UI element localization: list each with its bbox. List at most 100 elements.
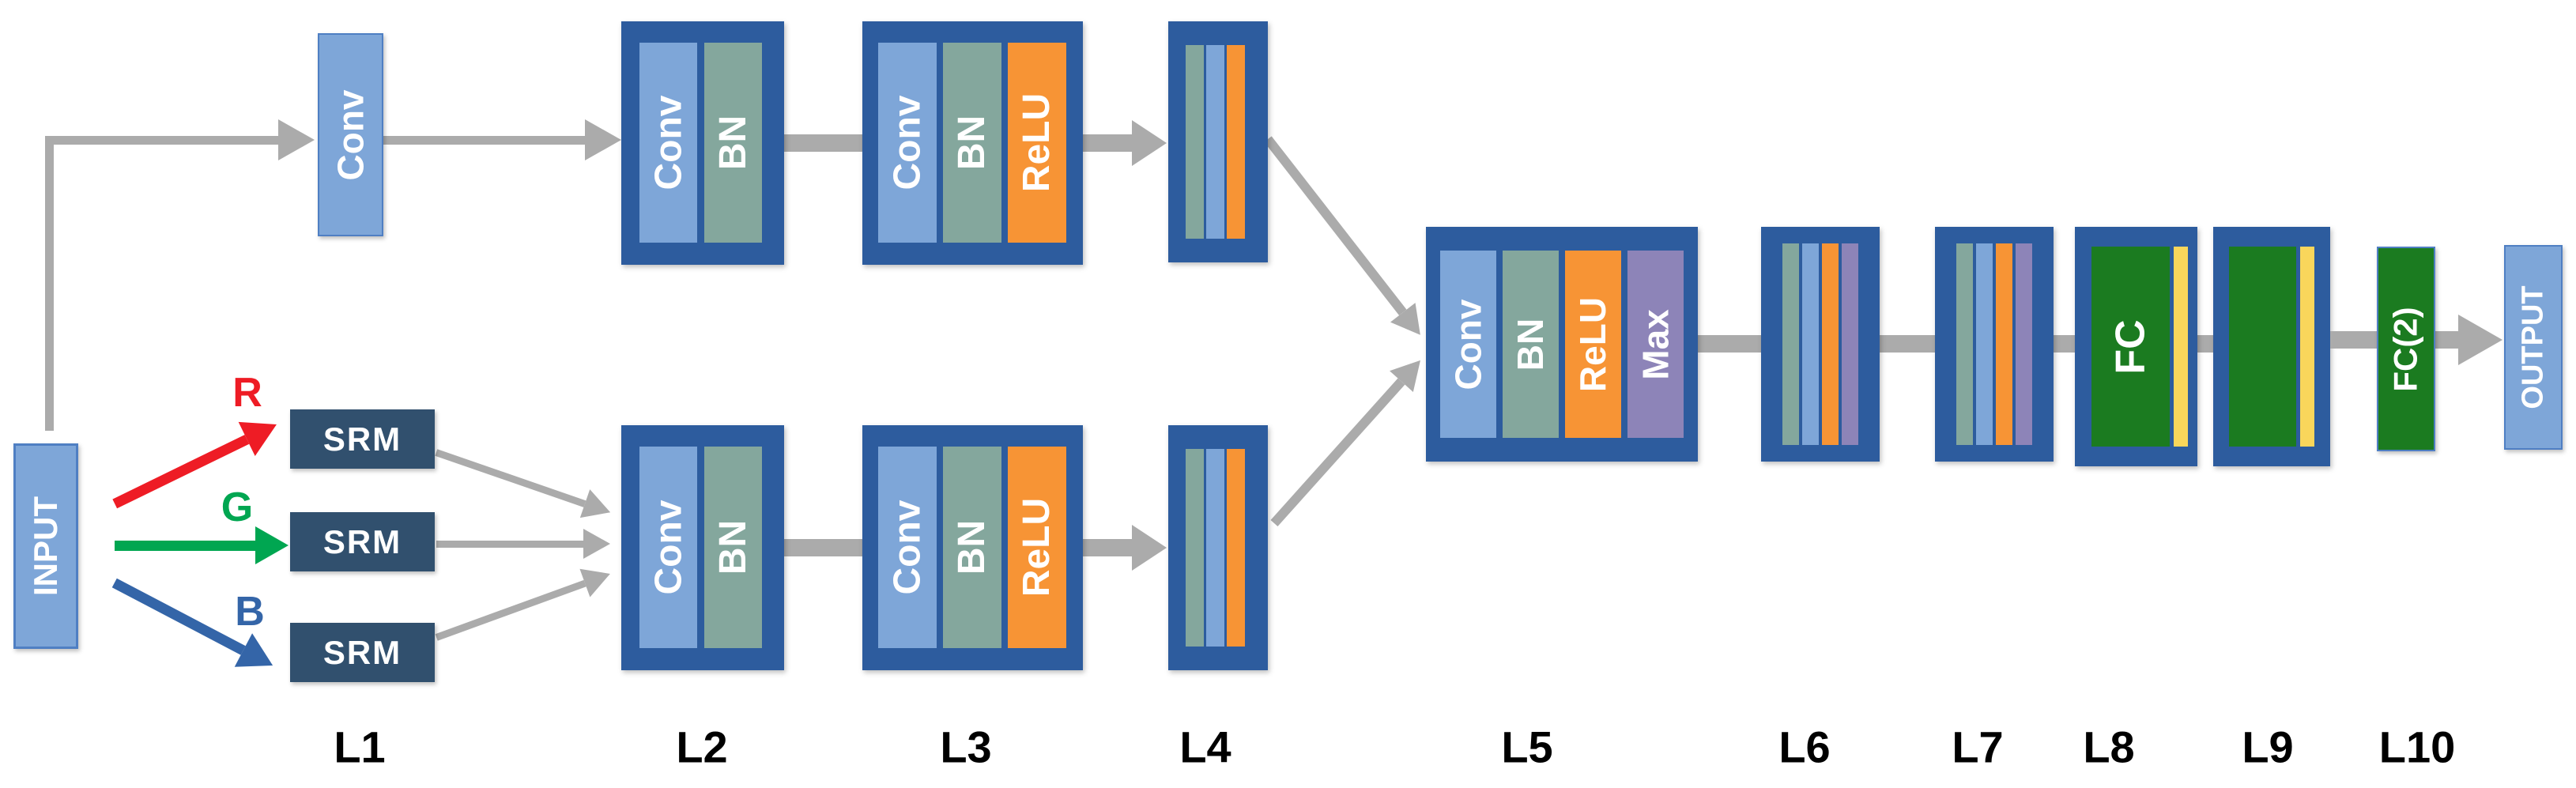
connector-l8-l9 xyxy=(2197,335,2213,353)
feature-stripe-bn xyxy=(1186,449,1204,647)
input-branch-vertical-line xyxy=(45,136,54,431)
yellow-stripe xyxy=(2174,247,2188,447)
feature-stripe-relu xyxy=(1227,45,1245,239)
l4-block-bottom xyxy=(1168,425,1268,670)
conv-label: Conv xyxy=(886,95,929,190)
input-label: INPUT xyxy=(27,496,64,596)
output-node: OUTPUT xyxy=(2504,245,2563,450)
arrowhead-icon xyxy=(234,633,282,683)
yellow-stripe xyxy=(2300,247,2314,447)
feature-stripe-conv xyxy=(1976,243,1993,445)
layer-label-l10: L10 xyxy=(2378,722,2456,772)
fc-bar: FC xyxy=(2091,247,2170,447)
l8-block: FC xyxy=(2075,227,2197,466)
bn-bar: BN xyxy=(704,447,762,648)
blue-channel-label: B xyxy=(235,589,265,635)
arrow-shaft xyxy=(1083,539,1132,556)
arrowhead-icon xyxy=(255,526,289,564)
bn-label: BN xyxy=(711,115,754,171)
srm-label: SRM xyxy=(322,420,402,458)
conv-bar: Conv xyxy=(878,447,937,648)
bn-label: BN xyxy=(711,519,754,575)
fc2-label: FC(2) xyxy=(2387,306,2425,392)
srm-node-r: SRM xyxy=(290,409,435,469)
l3-block-top: Conv BN ReLU xyxy=(862,21,1083,265)
arrow-conv-to-l2 xyxy=(380,119,621,160)
relu-bar: ReLU xyxy=(1008,43,1066,243)
layer-label-l3: L3 xyxy=(940,722,992,772)
bn-label: BN xyxy=(1510,318,1552,371)
layer-label-l4: L4 xyxy=(1179,722,1231,772)
arrow-input-to-conv xyxy=(45,119,315,160)
srm-label: SRM xyxy=(322,522,402,560)
feature-stripe-relu xyxy=(1822,243,1839,445)
arrowhead-icon xyxy=(579,489,616,527)
arrowhead-icon xyxy=(585,119,621,160)
max-label: Max xyxy=(1635,308,1676,380)
l2-block-bottom: Conv BN xyxy=(621,425,784,670)
bn-bar: BN xyxy=(943,43,1001,243)
feature-stripe-bn xyxy=(1186,45,1204,239)
l2-block-top: Conv BN xyxy=(621,21,784,265)
relu-label: ReLU xyxy=(1016,497,1058,598)
l3-block-bottom: Conv BN ReLU xyxy=(862,425,1083,670)
arrow-l4top-to-l5 xyxy=(1255,130,1433,345)
relu-label: ReLU xyxy=(1572,296,1614,392)
bn-label: BN xyxy=(951,519,994,575)
arrow-shaft xyxy=(111,578,246,655)
max-pool-bar: Max xyxy=(1627,251,1684,438)
arrow-srm1-to-l2 xyxy=(432,438,616,527)
arrow-red-channel xyxy=(106,407,285,520)
conv-label: Conv xyxy=(330,89,372,180)
connector-l7-l8 xyxy=(2054,335,2075,353)
bn-bar: BN xyxy=(704,43,762,243)
srm-node-g: SRM xyxy=(290,512,435,571)
layer-label-l9: L9 xyxy=(2242,722,2294,772)
feature-stripe-conv xyxy=(1206,45,1224,239)
l6-block xyxy=(1761,227,1880,462)
fc-label: FC xyxy=(2107,319,2154,375)
relu-label: ReLU xyxy=(1016,92,1058,193)
bn-label: BN xyxy=(951,115,994,171)
conv-label: Conv xyxy=(1447,299,1489,390)
arrow-srm3-to-l2 xyxy=(432,560,616,651)
layer-label-l7: L7 xyxy=(1952,722,2004,772)
relu-bar: ReLU xyxy=(1565,251,1621,438)
arrow-green-channel xyxy=(115,526,289,564)
feature-stripe-relu xyxy=(1996,243,2012,445)
layer-label-l1: L1 xyxy=(334,722,386,772)
conv-bar: Conv xyxy=(639,43,697,243)
relu-bar: ReLU xyxy=(1008,447,1066,648)
input-node: INPUT xyxy=(13,443,78,649)
l9-block xyxy=(2213,227,2330,466)
arrow-srm2-to-l2 xyxy=(436,529,610,559)
bn-bar: BN xyxy=(1503,251,1559,438)
conv-bar: Conv xyxy=(639,447,697,648)
l4-block-top xyxy=(1168,21,1268,262)
fc-bar xyxy=(2229,247,2296,447)
arrow-shaft xyxy=(435,448,586,507)
connector-l2-l3-top xyxy=(784,134,862,152)
arrow-shaft xyxy=(1270,378,1405,527)
feature-stripe-max xyxy=(1842,243,1858,445)
srm-label: SRM xyxy=(322,633,402,671)
l10-fc2-node: FC(2) xyxy=(2377,247,2435,451)
layer-label-l5: L5 xyxy=(1501,722,1553,772)
connector-l6-l7 xyxy=(1880,335,1935,353)
feature-stripe-conv xyxy=(1802,243,1819,445)
arrow-l3-to-l4-top xyxy=(1083,120,1167,166)
feature-stripe-relu xyxy=(1227,449,1245,647)
layer-label-l8: L8 xyxy=(2083,722,2135,772)
connector-l5-l6 xyxy=(1698,335,1761,353)
green-channel-label: G xyxy=(221,484,254,530)
arrow-shaft xyxy=(435,579,586,641)
conv-label: Conv xyxy=(886,500,929,595)
output-label: OUTPUT xyxy=(2516,285,2550,409)
red-channel-label: R xyxy=(232,370,262,416)
l7-block xyxy=(1935,227,2054,462)
arrowhead-icon xyxy=(1132,525,1167,571)
bn-bar: BN xyxy=(943,447,1001,648)
arrow-shaft xyxy=(1083,134,1132,152)
conv-label: Conv xyxy=(647,500,689,595)
